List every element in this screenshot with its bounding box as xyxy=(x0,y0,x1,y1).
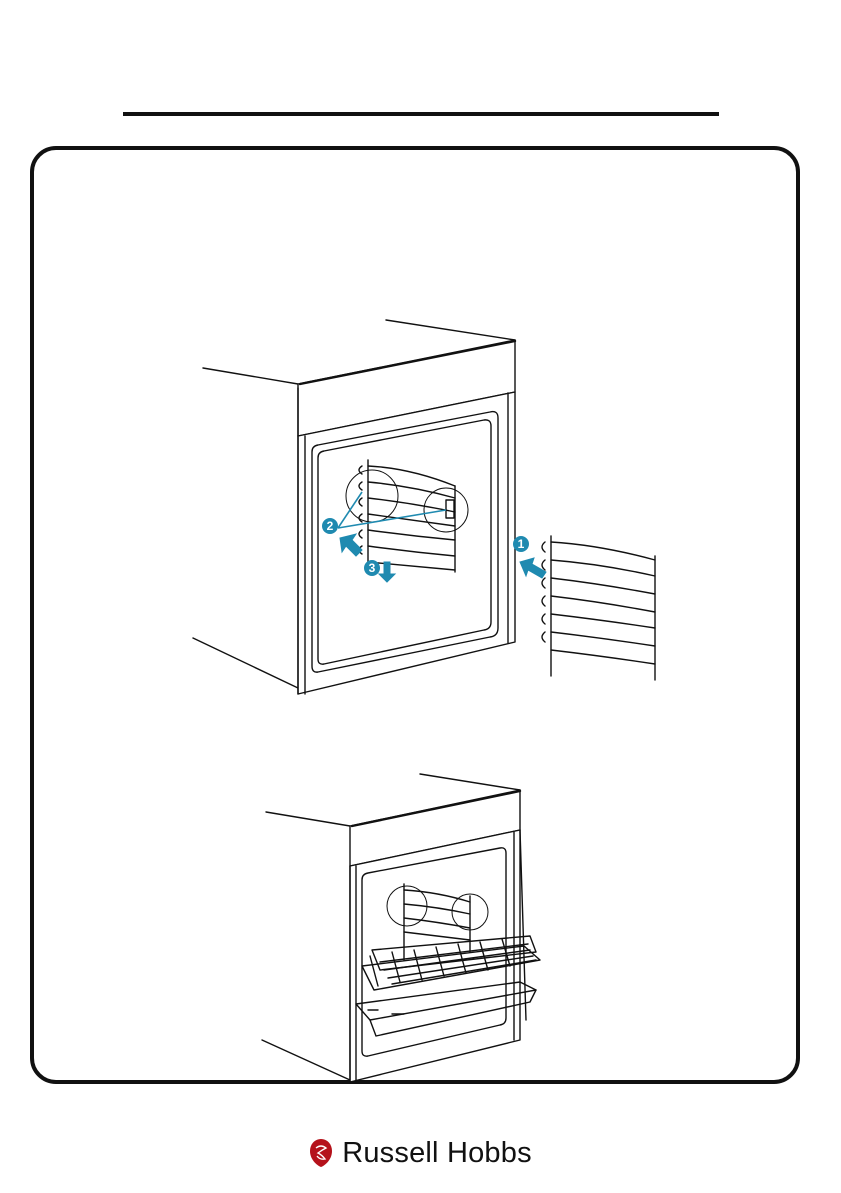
russell-hobbs-crest-icon xyxy=(309,1138,333,1168)
brand-name: Russell Hobbs xyxy=(342,1137,532,1170)
step-3-marker: 3 xyxy=(364,560,380,576)
step-1-marker: 1 xyxy=(513,536,529,552)
svg-text:1: 1 xyxy=(518,537,525,551)
brand-footer: Russell Hobbs xyxy=(0,1133,841,1173)
svg-text:2: 2 xyxy=(327,519,334,533)
figure-shelf-and-tray-inserted xyxy=(262,774,540,1082)
step-2-marker: 2 xyxy=(322,518,338,534)
svg-text:3: 3 xyxy=(369,561,376,575)
